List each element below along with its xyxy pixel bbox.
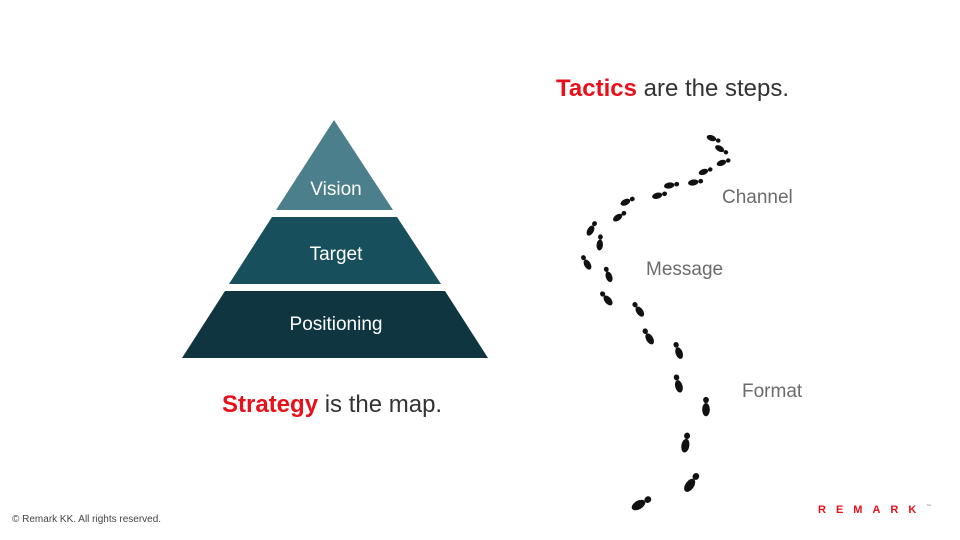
strategy-rest: is the map. bbox=[318, 391, 443, 418]
strategy-accent: Strategy bbox=[222, 391, 319, 418]
step-label-channel: Channel bbox=[722, 187, 793, 208]
pyramid-label-target: Target bbox=[309, 244, 363, 265]
copyright-notice: © Remark KK. All rights reserved. bbox=[12, 514, 162, 525]
pyramid-tier-target bbox=[229, 217, 441, 284]
pyramid-tier-positioning bbox=[182, 291, 488, 358]
tactics-accent: Tactics bbox=[556, 75, 637, 102]
remark-logo: REMARK™ bbox=[818, 504, 931, 516]
strategy-caption: Strategy is the map. bbox=[222, 391, 442, 419]
tactics-rest: are the steps. bbox=[636, 75, 790, 102]
logo-text: REMARK bbox=[818, 504, 927, 516]
pyramid-tier-vision bbox=[276, 120, 393, 210]
tactics-heading: Tactics are the steps. bbox=[556, 75, 789, 103]
footprint-trail bbox=[579, 133, 732, 513]
pyramid-label-vision: Vision bbox=[310, 179, 362, 200]
logo-trademark: ™ bbox=[926, 504, 932, 510]
step-label-message: Message bbox=[646, 259, 724, 280]
step-label-format: Format bbox=[742, 381, 803, 402]
pyramid-label-positioning: Positioning bbox=[289, 314, 383, 335]
